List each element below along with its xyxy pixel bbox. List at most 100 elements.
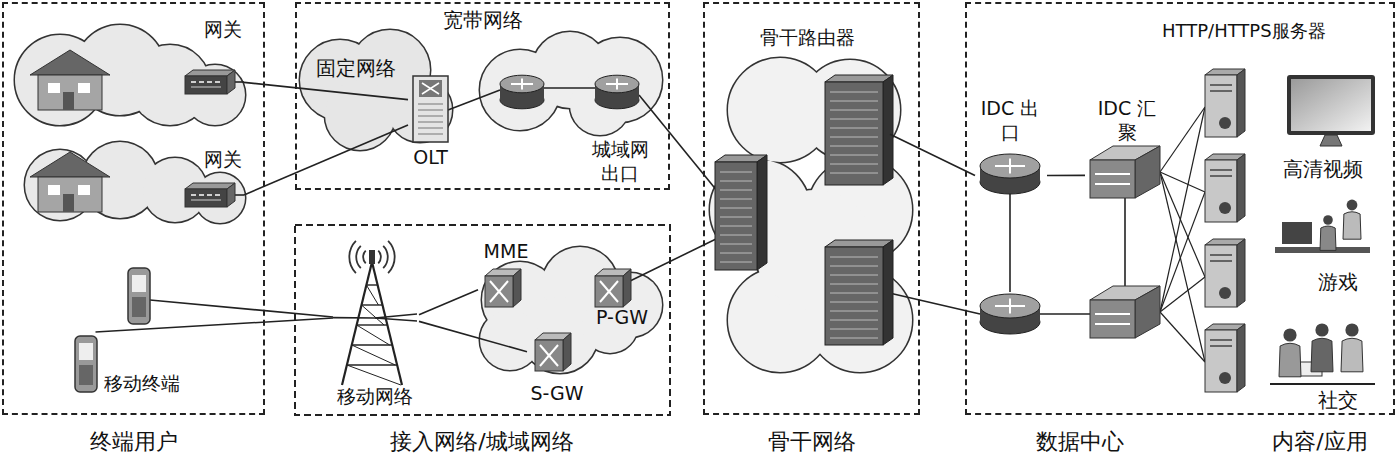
monitor-screen [1291,79,1371,131]
cloud [710,58,912,372]
cloud [25,142,245,223]
connector [96,318,334,332]
connector [419,290,478,315]
wire [720,208,752,209]
head [1347,200,1358,211]
device-label: 移动终端 [104,372,180,396]
body [1279,343,1301,377]
wire [830,92,878,93]
wire [540,345,558,366]
wire [418,134,443,135]
device-label: MME [478,240,534,264]
wire [199,194,204,196]
wire [191,87,221,88]
cloud [480,247,662,373]
wire [191,81,196,83]
signal-wave [383,246,388,268]
icon-front [485,276,513,307]
wall [38,177,102,212]
router-icon [980,294,1040,334]
mme-device: MME [478,240,536,312]
router-icon [980,154,1040,194]
router-top [980,294,1040,318]
phone-keypad [79,365,93,385]
wire [830,284,878,285]
region-heading: 终端用户 [2,428,265,456]
wire [362,305,385,325]
cloud-fill [185,65,245,125]
door [63,92,74,110]
aggregation-switch-icon [1090,286,1160,338]
mobile-region [295,225,670,415]
rack-side [883,75,893,185]
wire [1009,159,1011,174]
wire [347,365,401,385]
wire [357,324,388,325]
rack-front [715,162,757,270]
wire [215,81,220,83]
wire [1124,198,1126,288]
wire [1009,299,1011,314]
cloud-network: 固定网络 [300,40,404,110]
wire [1160,312,1205,362]
wire [490,281,508,302]
region-box: 骨干网络骨干路由器 [703,2,920,415]
server-front [1205,75,1237,137]
server-front [1205,330,1237,392]
gateway-side [227,70,235,94]
server-side [1237,69,1245,137]
connector [244,125,408,195]
device-label: 网关 [204,18,242,42]
wire [720,235,752,236]
wire [366,284,377,285]
wire [1210,254,1232,255]
wire [720,226,752,227]
cloud-fill [325,80,395,150]
server-icon [1205,69,1245,137]
wire [191,194,196,196]
cloud-outline [325,80,395,150]
device-label: OLT [408,146,453,170]
wire [1210,260,1232,261]
wire [720,244,752,245]
cloud-fill [480,310,540,370]
person-figure [1311,323,1333,371]
roof [30,152,110,177]
region-box: 终端用户网关网关移动终端 [2,2,265,415]
server-disk [1219,372,1231,384]
wire [830,119,878,120]
wire [830,110,878,111]
annotation-label: 高清视频 [1283,157,1363,182]
person-figure [1320,215,1336,250]
metro-exit-router: 城域网 出口 [575,62,665,188]
region-heading: 骨干网络 [703,428,920,456]
icon-side [513,269,521,307]
router-top [980,154,1040,178]
wire [1210,339,1232,340]
wire [1210,345,1232,346]
monitor-stand [1320,135,1342,146]
wire [1270,383,1375,385]
window [48,185,60,195]
wire [830,338,878,339]
wire [347,364,397,365]
olt-panel [419,80,442,97]
wire [830,302,878,303]
body [1311,338,1333,372]
icon-side [563,333,571,371]
wire [490,281,508,302]
antenna [369,250,375,264]
window [78,83,90,93]
phone-body [75,336,97,392]
phone-icon [75,336,97,392]
monitor-frame [1287,75,1375,135]
person-figure [1341,323,1363,371]
wire [830,275,878,276]
wire [720,190,752,191]
annotation-label: 游戏 [1318,270,1358,295]
wire [616,79,618,90]
device-label: IDC 出口 [975,97,1045,145]
router-top [595,75,639,93]
device-label: S-GW [527,382,587,406]
